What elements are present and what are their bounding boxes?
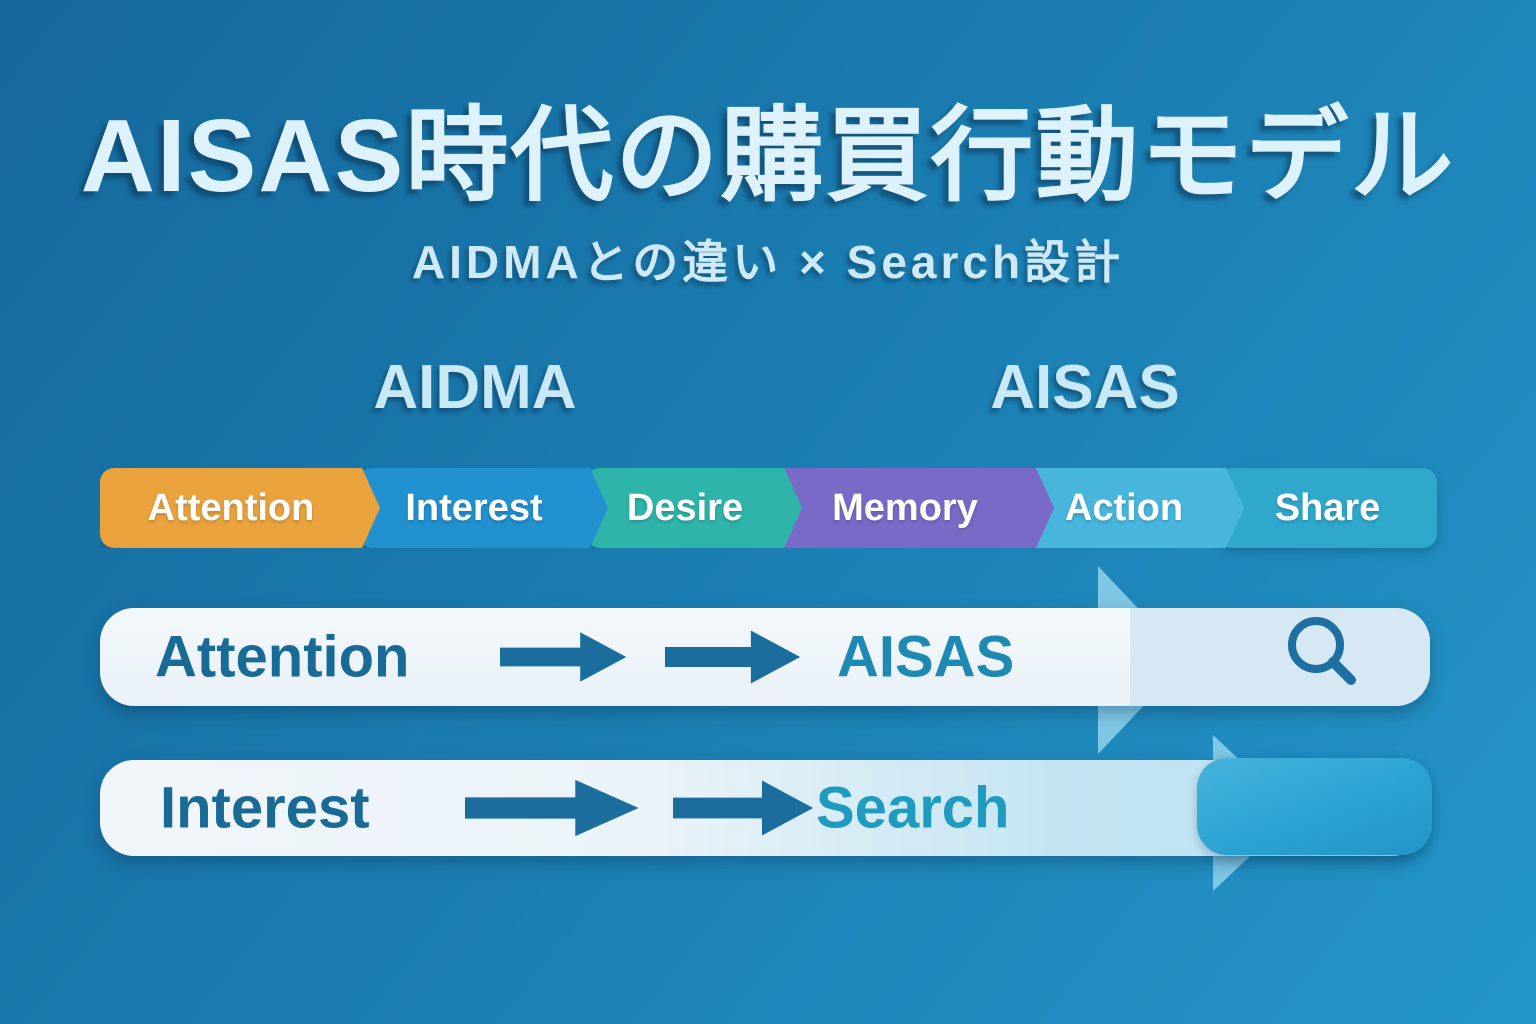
- right-arrow-icon: [465, 779, 639, 837]
- mapping-row-attention-aisas: Attention AISAS: [100, 608, 1430, 706]
- stage-share: Share: [1218, 468, 1437, 548]
- column-header-aidma: AIDMA: [373, 353, 577, 422]
- page-title: AISAS時代の購買行動モデル: [80, 98, 1456, 213]
- search-icon: [1288, 617, 1356, 685]
- stage-label: Share: [1274, 486, 1381, 529]
- blue-rounded-box: [1197, 758, 1432, 855]
- column-header-aisas: AISAS: [990, 353, 1180, 422]
- search-field: [1130, 608, 1430, 706]
- stage-label: Memory: [832, 486, 978, 529]
- mapping-to-label: AISAS: [837, 624, 1015, 690]
- page-subtitle: AIDMAとの違い × Search設計: [411, 236, 1125, 288]
- stage-desire: Desire: [586, 468, 802, 548]
- stage-label: Interest: [405, 486, 543, 529]
- stage-label: Desire: [626, 486, 744, 529]
- stage-label: Attention: [147, 486, 315, 529]
- stage-action: Action: [1022, 468, 1244, 548]
- right-arrow-icon: [673, 780, 814, 836]
- mapping-from-label: Attention: [155, 624, 410, 690]
- stage-memory: Memory: [774, 468, 1054, 548]
- mapping-to-label: Search: [816, 775, 1010, 841]
- mapping-from-label: Interest: [160, 775, 370, 841]
- stage-attention: Attention: [100, 468, 380, 548]
- stage-interest: Interest: [358, 468, 608, 548]
- right-arrow-icon: [500, 632, 627, 682]
- stage-label: Action: [1064, 486, 1184, 529]
- right-arrow-icon: [665, 630, 801, 684]
